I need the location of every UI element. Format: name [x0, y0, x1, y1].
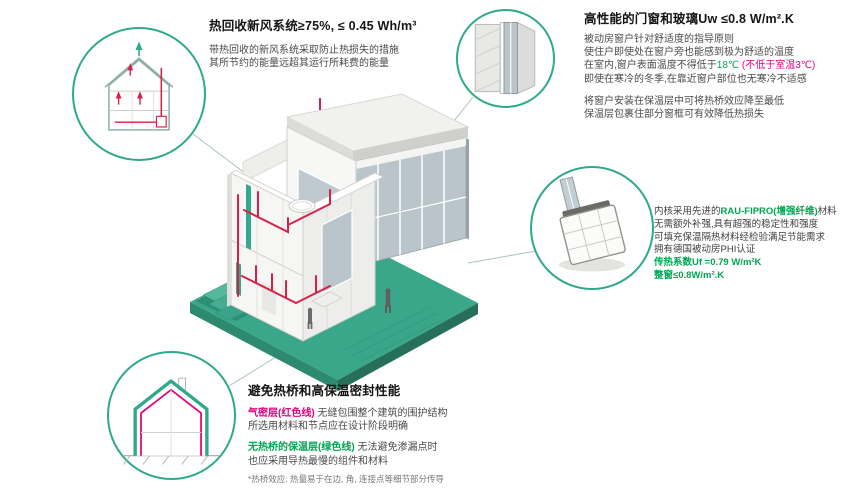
windows-section: 高性能的门窗和玻璃Uw ≤0.8 W/m².K 被动房窗户针对舒适度的指导原则 …: [584, 8, 862, 121]
window-profile-diagram: [559, 176, 626, 272]
gasket: [562, 200, 611, 218]
terrace-deck-lines: [344, 306, 445, 363]
flat-roof: [285, 93, 470, 161]
thermal-line-text: 无法避免渗漏点时: [354, 442, 438, 454]
window-frame: [499, 22, 505, 94]
heat-exchanger-unit: [155, 115, 167, 128]
profile-body: [559, 204, 626, 266]
profile-line: 内核采用先进的RAU-FIPRO(增强纤维)材料: [654, 206, 862, 219]
windows-line: 使住户即使处在窗户旁也能感到极为舒适的温度: [584, 47, 794, 59]
thermal-section: 避免热桥和高保温密封性能 气密层(红色线) 无缝包围整个建筑的围护结构 所选用材…: [248, 380, 588, 485]
thermal-footnote: *热桥效应: 热量易于在边, 角, 连接点等细节部分传导: [248, 473, 444, 484]
windows-line: 即使在寒冷的冬季,在靠近窗户部位也无寒冷不适感: [584, 73, 807, 85]
window-profile-callout: [530, 166, 654, 290]
insulation-layer-label: 无热桥的保温层(绿色线): [248, 442, 355, 454]
window-corner-callout: [456, 9, 555, 108]
ventilation-desc: 带热回收的新风系统采取防止热损失的措施 其所节约的能量远超其运行所耗费的能量: [209, 44, 489, 70]
window-corner-diagram: [474, 21, 536, 95]
person-figure: [307, 307, 313, 329]
thermal-paragraph-1: 气密层(红色线) 无缝包围整个建筑的围护结构 所选用材料和节点应在设计阶段明确: [248, 407, 588, 433]
person-figure: [385, 288, 391, 313]
thermal-line: 无热桥的保温层(绿色线) 无法避免渗漏点时: [248, 441, 588, 454]
ventilation-diagram: [104, 41, 174, 131]
thermal-line: 所选用材料和节点应在设计阶段明确: [248, 421, 408, 433]
windows-line: 在室内,窗户表面温度不得低于18℃ (不低于室温3℃): [584, 59, 862, 72]
profile-line: 拥有德国被动房PHI认证: [654, 244, 756, 256]
profile-section: 内核采用先进的RAU-FIPRO(增强纤维)材料 无需额外补强,具有超强的稳定性…: [654, 206, 862, 283]
rear-wall: [242, 139, 288, 183]
airflow-arrows: [115, 63, 143, 105]
glass-facade: [355, 137, 469, 267]
thermal-paragraph-2: 无热桥的保温层(绿色线) 无法避免渗漏点时 也应采用导热最慢的组件和材料: [248, 441, 588, 467]
profile-line-text: 材料: [817, 206, 837, 217]
profile-line: 可填充保温隔热材料经检验满足节能需求: [654, 231, 826, 243]
profile-line: 无需额外补强,具有超强的稳定性和强度: [654, 218, 819, 230]
windows-line-text: 在室内,窗户表面温度不得低于: [584, 60, 717, 72]
profile-uw-value: 整窗≤0.8W/m².K: [654, 269, 725, 281]
insulated-wall-strip: [246, 184, 251, 250]
windows-line: 将窗户安装在保温层中可将热桥效应降至最低: [584, 95, 784, 107]
insulation-layer-line: [133, 379, 209, 456]
windows-line: 保温层包裹住部分窗框可有效降低热损失: [584, 109, 764, 121]
airtight-layer-label: 气密层(红色线): [248, 408, 315, 419]
profile-uf-value: 传热系数Uf =0.79 W/m²K: [654, 257, 762, 269]
bathtub: [288, 199, 316, 213]
windows-temp-highlight: 18℃: [716, 60, 740, 72]
ventilation-desc-line: 带热回收的新风系统采取防止热损失的措施: [209, 45, 399, 56]
exhaust-arrow: [135, 41, 143, 57]
thermal-title: 避免热桥和高保温密封性能: [248, 384, 401, 398]
patio-door: [321, 209, 353, 294]
profile-material-highlight: RAU-FIPRO(增强纤维): [720, 206, 818, 217]
thermal-envelope-callout: [107, 351, 236, 480]
ventilation-ducts: [237, 189, 331, 304]
windows-temp-note: (不低于室温3℃): [739, 60, 816, 72]
thermal-line: 气密层(红色线) 无缝包围整个建筑的围护结构: [248, 407, 588, 420]
ventilation-callout: [72, 27, 206, 161]
thermal-line-text: 无缝包围整个建筑的围护结构: [314, 408, 448, 419]
windows-title: 高性能的门窗和玻璃Uw ≤0.8 W/m².K: [584, 12, 795, 26]
thermal-envelope-diagram: [120, 377, 223, 465]
windows-paragraph-1: 被动房窗户针对舒适度的指导原则 使住户即使处在窗户旁也能感到极为舒适的温度 在室…: [584, 33, 862, 86]
windows-line: 被动房窗户针对舒适度的指导原则: [584, 34, 734, 45]
table: [311, 291, 343, 308]
windows-paragraph-2: 将窗户安装在保温层中可将热桥效应降至最低 保温层包裹住部分窗框可有效降低热损失: [584, 95, 862, 121]
ventilation-desc-line: 其所节约的能量远超其运行所耗费的能量: [209, 58, 389, 70]
profile-line-text: 内核采用先进的: [654, 206, 721, 217]
ventilation-section: 热回收新风系统≥75%, ≤ 0.45 Wh/m³ 带热回收的新风系统采取防止热…: [209, 15, 489, 70]
thermal-line: 也应采用导热最慢的组件和材料: [248, 455, 388, 467]
ventilation-title: 热回收新风系统≥75%, ≤ 0.45 Wh/m³: [209, 19, 417, 33]
